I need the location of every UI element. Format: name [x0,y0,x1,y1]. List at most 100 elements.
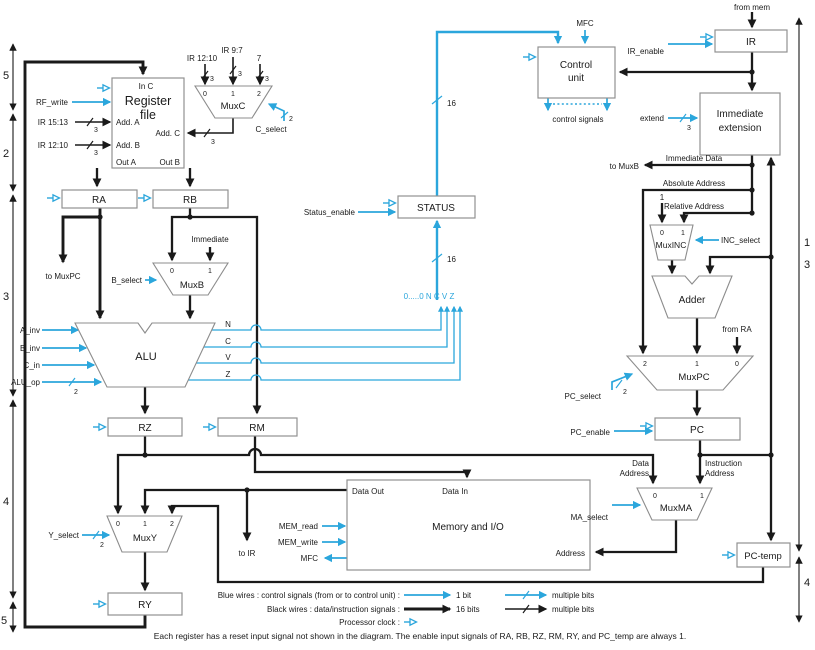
muxpc-block [625,355,755,391]
wire-reladdr-muxinc [679,211,752,224]
rf-title2: file [140,108,156,122]
data-wires [23,12,776,629]
pc-enable-label: PC_enable [570,428,610,437]
wire-rm-datain [253,436,472,479]
alu-block [74,322,216,388]
muxy-block [106,515,183,553]
clock-icon [382,199,397,207]
muxb-pin1: 1 [208,268,212,275]
width3: 3 [238,71,242,78]
stage-left-5a: 5 [3,70,9,82]
status-register [397,195,476,219]
ry-label: RY [138,600,152,611]
alu-op-label: ALU_op [11,378,40,387]
muxy-pin0: 0 [116,521,120,528]
muxc-block [194,85,273,119]
control-label2: unit [568,73,584,84]
absolute-address-label: Absolute Address [663,179,725,188]
muxc-src0-label: IR 12:10 [187,54,218,63]
relative-address-label: Relative Address [664,202,724,211]
clock-icon [721,551,736,559]
pc-label: PC [690,425,704,436]
wire-muxma-address [594,520,678,557]
c-select-label: C_select [255,125,287,134]
legend-black-label: Black wires : data/instruction signals : [267,605,400,614]
clock-icon [46,194,61,202]
from-ra-label: from RA [722,325,752,334]
muxb-block [152,262,229,296]
mem-address-label: Address [556,549,585,558]
rf-outa-label: Out A [116,158,137,167]
muxpc-pin0: 0 [735,361,739,368]
muxy-pin2: 2 [170,521,174,528]
wire-rz-muxy [113,453,145,515]
mem-write-label: MEM_write [278,538,319,547]
extend-label: extend [640,114,664,123]
clock-icon [403,618,418,626]
wire-rb-muxb [167,208,192,262]
b-select-label: B_select [111,276,142,285]
flag-c-label: C [225,337,231,346]
width3: 3 [211,139,215,146]
flag-v-label: V [225,353,231,362]
wire-c-select [267,103,285,121]
legend-blue-multi: multiple bits [552,591,594,600]
control-signals-label: control signals [552,115,603,124]
wire-ry-feedback [23,60,148,629]
ma-select-label: MA_select [571,513,609,522]
muxc-src2-label: 7 [257,54,262,63]
stage-right-3: 3 [804,259,810,271]
to-muxb-label: to MuxB [610,162,639,171]
wire-pctemp-muxy [167,504,765,584]
rf-addb-label: Add. B [116,141,140,150]
muxpc-pin2: 2 [643,361,647,368]
mem-datain-label: Data In [442,487,468,496]
instr-address-label1: Instruction [705,459,742,468]
wire-flag-c [204,305,450,348]
ir1513-label: IR 15:13 [38,118,69,127]
muxpc-pin1: 1 [695,361,699,368]
width3: 3 [94,150,98,157]
ir-label: IR [746,37,756,48]
labels: In C Register file Add. A Add. B Add. C … [11,3,782,611]
status-enable-label: Status_enable [304,208,356,217]
pc-temp-label: PC-temp [744,551,781,562]
mem-dataout-label: Data Out [352,487,385,496]
legend-blue-1bit: 1 bit [456,591,472,600]
ra-register [61,189,138,209]
rf-addc-label: Add. C [156,129,181,138]
immediate-data-label: Immediate Data [666,154,723,163]
control-wires [42,30,719,563]
muxma-block [636,487,713,521]
from-mem-label: from mem [734,3,770,12]
wire-status-control [435,30,563,196]
flags-merge-label: 0.....0 N C V Z [404,292,455,301]
rb-label: RB [183,195,197,206]
ry-register [107,592,183,616]
y-select-label: Y_select [48,531,79,540]
ir1210-label: IR 12:10 [38,141,69,150]
stage-left-5b: 5 [1,615,7,627]
clock-icon [92,600,107,608]
width3: 3 [265,76,269,83]
immext-label1: Immediate [717,109,764,120]
muxb-pin0: 0 [170,268,174,275]
wire-dataout-muxy [140,488,347,515]
pc-select-label: PC_select [565,392,602,401]
clock-icon [96,84,111,92]
register-file-block [111,77,185,169]
status-label: STATUS [417,203,455,214]
legend-clock-label: Processor clock : [339,618,400,627]
flag-n-label: N [225,320,231,329]
muxc-pin1: 1 [231,91,235,98]
width3: 3 [94,127,98,134]
b-inv-label: B_inv [20,344,40,353]
a-inv-label: A_inv [20,326,40,335]
muxy-label: MuxY [133,533,158,544]
flag-z-label: Z [226,370,231,379]
pc-temp-register [736,542,791,568]
muxinc-label: MuxINC [656,240,687,250]
rf-outb-label: Out B [160,158,180,167]
